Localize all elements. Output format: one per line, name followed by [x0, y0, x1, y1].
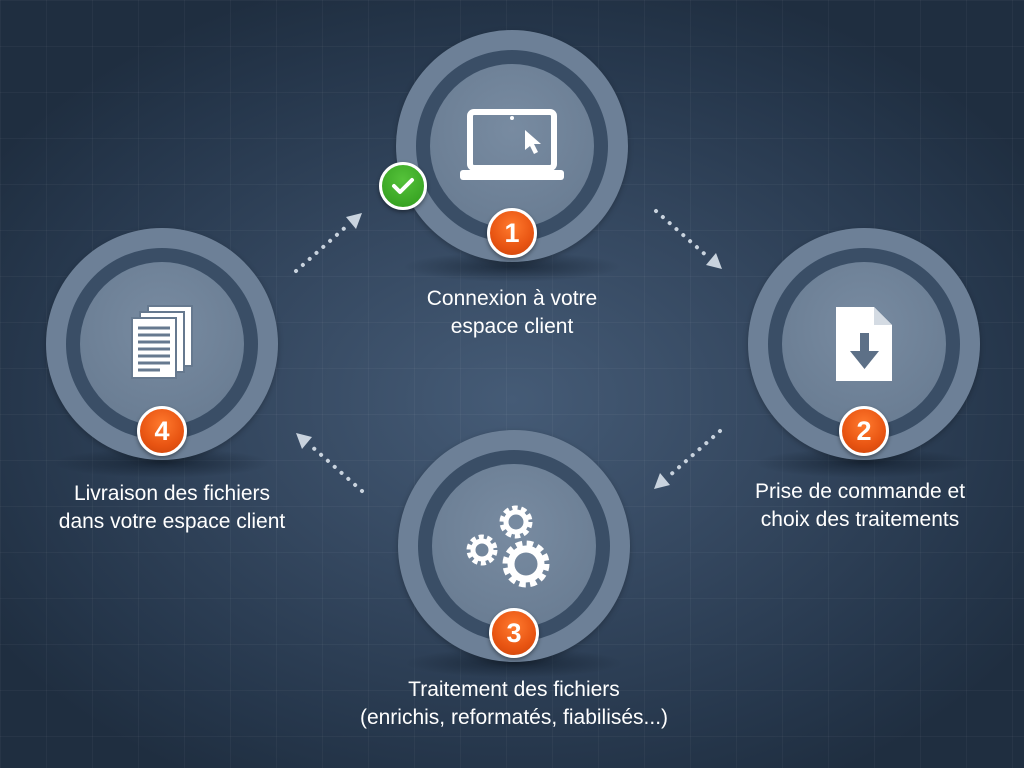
documents-icon	[131, 305, 193, 379]
step-2-circle: 2	[748, 228, 980, 460]
step-4-label: Livraison des fichiers dans votre espace…	[58, 482, 286, 533]
file-download-icon	[836, 307, 892, 381]
completed-check-icon	[379, 162, 427, 210]
step-3-circle: 3	[398, 430, 630, 662]
arrow-1-to-2	[654, 209, 722, 269]
arrow-3-to-4	[296, 433, 364, 493]
step-4-circle: 4	[46, 228, 278, 460]
step-1-number-badge: 1	[487, 208, 537, 258]
step-4-number-badge: 4	[137, 406, 187, 456]
laptop-icon	[460, 109, 564, 180]
step-3-label: Traitement des fichiers (enrichis, refor…	[359, 678, 669, 729]
step-2-label: Prise de commande et choix des traitemen…	[754, 480, 966, 531]
gears-icon	[466, 505, 550, 588]
step-1-label: Connexion à votre espace client	[426, 287, 598, 338]
step-1-circle: 1	[396, 30, 628, 262]
arrow-2-to-3	[654, 429, 722, 489]
step-2-number-badge: 2	[839, 406, 889, 456]
arrow-4-to-1	[294, 213, 362, 273]
step-3-number-badge: 3	[489, 608, 539, 658]
